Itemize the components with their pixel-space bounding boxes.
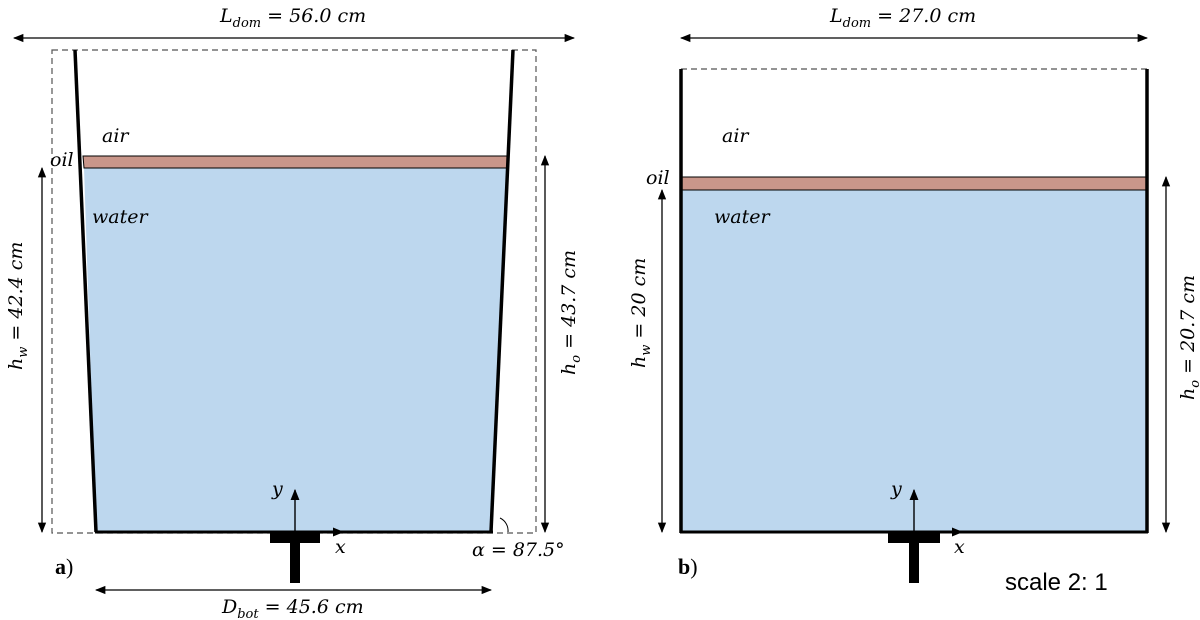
axis-y-label-a: y	[271, 478, 283, 500]
oil-label-b: oil	[646, 167, 670, 189]
alpha-label: α = 87.5°	[472, 539, 565, 561]
sensor-top-b	[888, 533, 940, 543]
axis-y-label-b: y	[890, 478, 902, 500]
d-bot-label-a: Dbot = 45.6 cm	[221, 596, 364, 620]
oil-label-a: oil	[50, 149, 74, 171]
left-wall-a	[73, 49, 98, 533]
air-label-b: air	[722, 125, 750, 147]
sensor-stem-a	[290, 543, 300, 583]
axis-x-label-a: x	[335, 536, 346, 558]
water-label-b: water	[714, 206, 771, 228]
water-region-b	[681, 190, 1147, 532]
panel-b: y x Ldom = 27.0 cm hw = 20 cm ho = 20.7 …	[628, 5, 1200, 596]
oil-layer-b	[680, 176, 1148, 191]
sensor-top-a	[270, 533, 320, 543]
h-o-label-b: ho = 20.7 cm	[1177, 275, 1200, 400]
oil-layer-a	[82, 155, 508, 169]
right-wall-a	[489, 49, 515, 533]
axis-x-label-b: x	[954, 536, 965, 558]
panel-a: y x Ldom = 56.0 cm hw = 42.4 cm ho = 43.…	[5, 5, 584, 620]
h-w-label-b: hw = 20 cm	[628, 258, 654, 368]
scale-label: scale 2: 1	[1005, 569, 1108, 596]
alpha-arc	[499, 517, 509, 533]
air-label-a: air	[102, 125, 130, 147]
panel-label-a: a)	[55, 554, 73, 579]
h-o-label-a: ho = 43.7 cm	[558, 250, 584, 375]
sensor-stem-b	[909, 543, 919, 583]
domain-box-a	[51, 49, 537, 534]
h-w-label-a: hw = 42.4 cm	[5, 242, 31, 370]
l-dom-label-a: Ldom = 56.0 cm	[219, 5, 366, 31]
panel-label-b: b)	[678, 554, 698, 579]
water-region-a	[84, 168, 507, 532]
water-label-a: water	[92, 206, 149, 228]
l-dom-label-b: Ldom = 27.0 cm	[829, 5, 976, 31]
